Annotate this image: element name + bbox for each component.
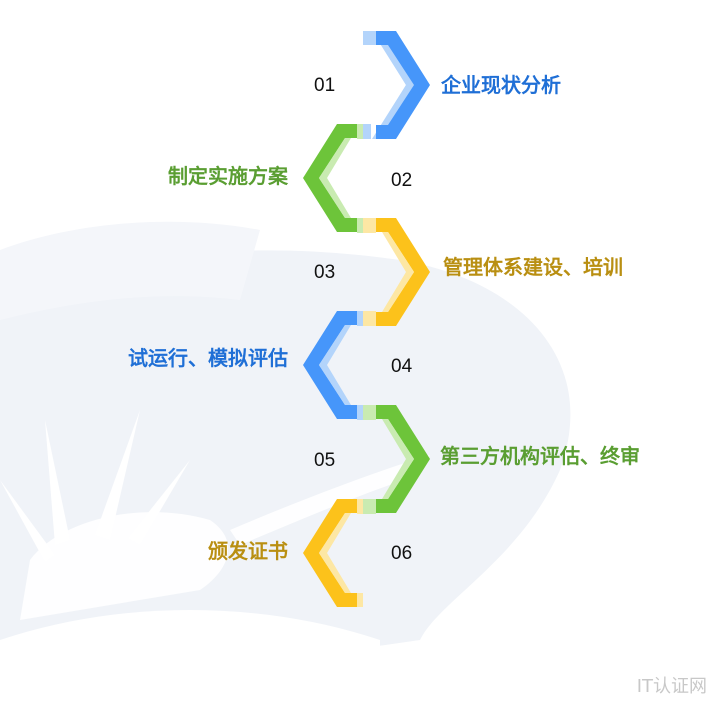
step-number-06: 06 — [391, 543, 413, 564]
step-number-03: 03 — [314, 262, 336, 283]
step-label-02: 制定实施方案 — [168, 164, 288, 188]
chevron-step-05 — [357, 405, 430, 513]
chevron-step-04 — [303, 311, 376, 419]
step-label-03: 管理体系建设、培训 — [443, 255, 623, 279]
chevron-step-02 — [303, 124, 371, 232]
step-label-05: 第三方机构评估、终审 — [440, 444, 640, 468]
step-label-01: 企业现状分析 — [441, 73, 561, 97]
step-number-02: 02 — [391, 170, 413, 191]
chevron-step-03 — [357, 218, 430, 326]
step-number-01: 01 — [314, 75, 336, 96]
step-label-04: 试运行、模拟评估 — [128, 346, 288, 370]
step-number-04: 04 — [391, 356, 413, 377]
chevron-step-01 — [363, 31, 430, 139]
step-label-06: 颁发证书 — [208, 539, 288, 563]
step-number-05: 05 — [314, 450, 336, 471]
chevron-step-06 — [303, 499, 376, 607]
site-watermark: IT认证网 — [636, 676, 707, 697]
